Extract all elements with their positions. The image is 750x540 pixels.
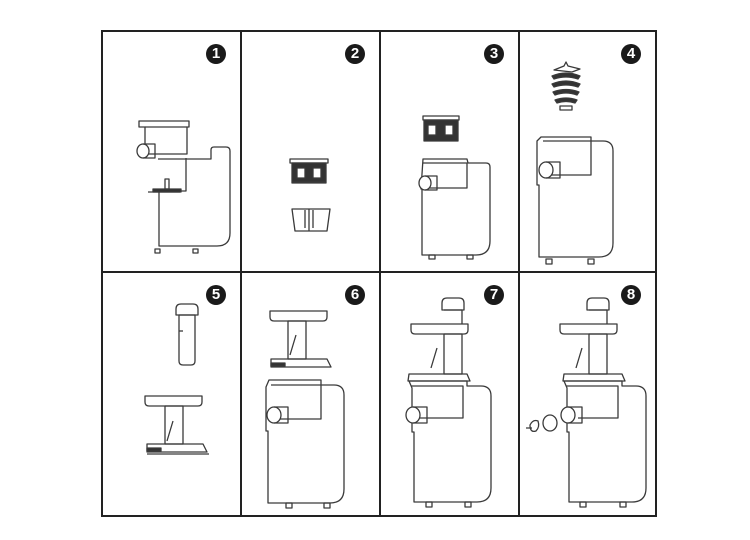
step-number-badge: 1 bbox=[206, 44, 226, 64]
auger-above-bowl-illustration bbox=[536, 61, 614, 265]
step-number-badge: 6 bbox=[345, 285, 365, 305]
step-panel-5: 5 bbox=[103, 273, 242, 515]
step-panel-1: 1 bbox=[103, 32, 242, 273]
step-number-badge: 8 bbox=[621, 285, 641, 305]
step-panel-3: 3 bbox=[381, 32, 520, 273]
filter-and-brush-illustration bbox=[289, 158, 331, 232]
step-panel-8: 8 bbox=[520, 273, 655, 515]
step-panel-7: 7 bbox=[381, 273, 520, 515]
filter-on-bowl-illustration bbox=[418, 115, 491, 260]
assembled-juicer-illustration bbox=[405, 297, 492, 508]
pusher-above-lid-illustration bbox=[144, 303, 209, 455]
lid-above-juicer-illustration bbox=[265, 310, 345, 509]
juice-cap-attachment-illustration bbox=[526, 297, 647, 508]
step-number-badge: 4 bbox=[621, 44, 641, 64]
step-number-badge: 2 bbox=[345, 44, 365, 64]
step-panel-6: 6 bbox=[242, 273, 381, 515]
bowl-and-base-illustration bbox=[136, 120, 231, 254]
assembly-diagram-grid: 1 2 3 bbox=[101, 30, 657, 517]
step-panel-4: 4 bbox=[520, 32, 655, 273]
step-number-badge: 5 bbox=[206, 285, 226, 305]
step-number-badge: 3 bbox=[484, 44, 504, 64]
step-panel-2: 2 bbox=[242, 32, 381, 273]
step-number-badge: 7 bbox=[484, 285, 504, 305]
